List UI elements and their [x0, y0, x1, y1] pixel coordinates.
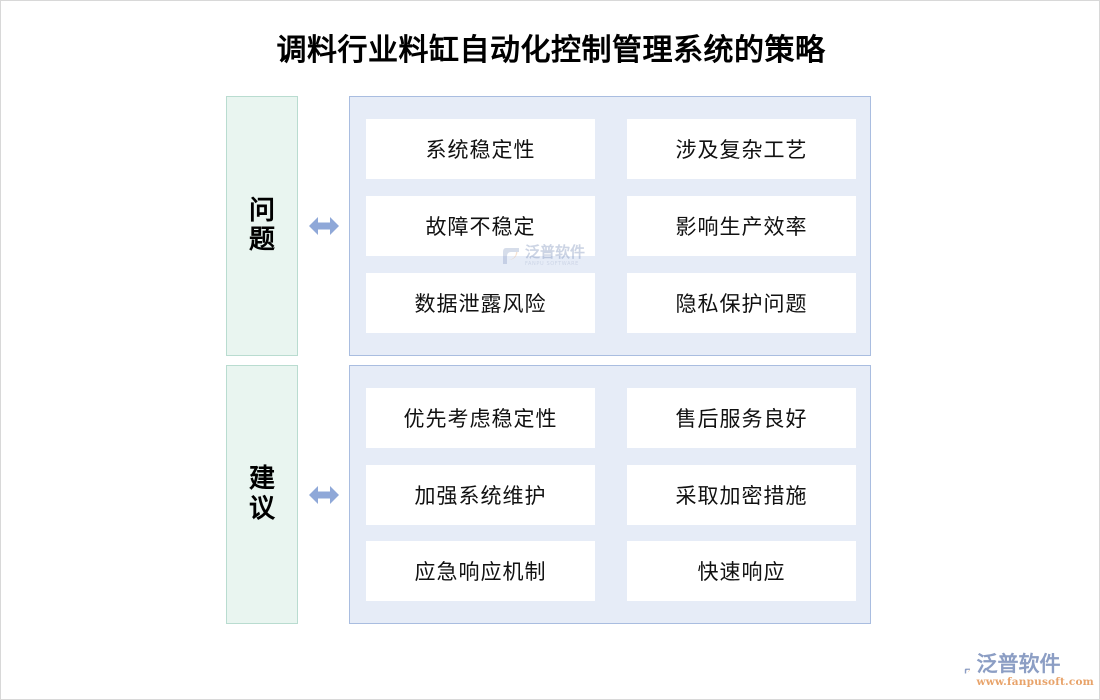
double-arrow-horizontal-icon — [308, 217, 339, 235]
card-item[interactable]: 隐私保护问题 — [627, 273, 856, 333]
brand-name: 泛普软件 — [976, 652, 1061, 677]
section-label-advice: 建议 — [249, 464, 276, 524]
brand-url: www.fanpusoft.com — [976, 676, 1094, 689]
card-item[interactable]: 优先考虑稳定性 — [366, 388, 595, 448]
card-row: 应急响应机制 快速响应 — [366, 541, 856, 601]
card-row: 故障不稳定 影响生产效率 — [366, 196, 856, 256]
card-item[interactable]: 快速响应 — [627, 541, 856, 601]
connector-advice — [298, 365, 349, 624]
section-label-panel-problems: 问题 — [226, 96, 298, 356]
card-item[interactable]: 售后服务良好 — [627, 388, 856, 448]
card-row: 数据泄露风险 隐私保护问题 — [366, 273, 856, 333]
card-item[interactable]: 数据泄露风险 — [366, 273, 595, 333]
double-arrow-horizontal-icon — [308, 485, 339, 504]
card-row: 系统稳定性 涉及复杂工艺 — [366, 119, 856, 179]
brand-logo: 泛普软件 www.fanpusoft.com — [964, 649, 1094, 693]
card-row: 加强系统维护 采取加密措施 — [366, 464, 856, 525]
content-panel-advice: 优先考虑稳定性 售后服务良好 加强系统维护 采取加密措施 应急响应机制 快速响应 — [349, 365, 871, 624]
card-item[interactable]: 涉及复杂工艺 — [627, 119, 856, 179]
card-item[interactable]: 系统稳定性 — [366, 119, 595, 179]
section-label-problems: 问题 — [249, 195, 276, 255]
card-item[interactable]: 加强系统维护 — [366, 464, 595, 525]
fanpu-logo-mark-icon — [964, 668, 971, 674]
content-panel-problems: 系统稳定性 涉及复杂工艺 故障不稳定 影响生产效率 数据泄露风险 隐私保护问题 — [349, 96, 871, 356]
card-row: 优先考虑稳定性 售后服务良好 — [366, 388, 856, 448]
card-item[interactable]: 故障不稳定 — [366, 196, 595, 256]
page-title: 调料行业料缸自动化控制管理系统的策略 — [276, 33, 826, 68]
card-item[interactable]: 影响生产效率 — [627, 196, 856, 256]
connector-problems — [298, 96, 349, 356]
section-advice: 建议 优先考虑稳定性 售后服务良好 加强系统维护 采取加密措施 应急响应机制 快… — [226, 365, 871, 624]
card-item[interactable]: 应急响应机制 — [366, 541, 595, 601]
section-problems: 问题 系统稳定性 涉及复杂工艺 故障不稳定 影响生产效率 数据泄露风险 隐私保护… — [226, 96, 871, 356]
card-item[interactable]: 采取加密措施 — [627, 464, 856, 525]
section-label-panel-advice: 建议 — [226, 365, 298, 624]
